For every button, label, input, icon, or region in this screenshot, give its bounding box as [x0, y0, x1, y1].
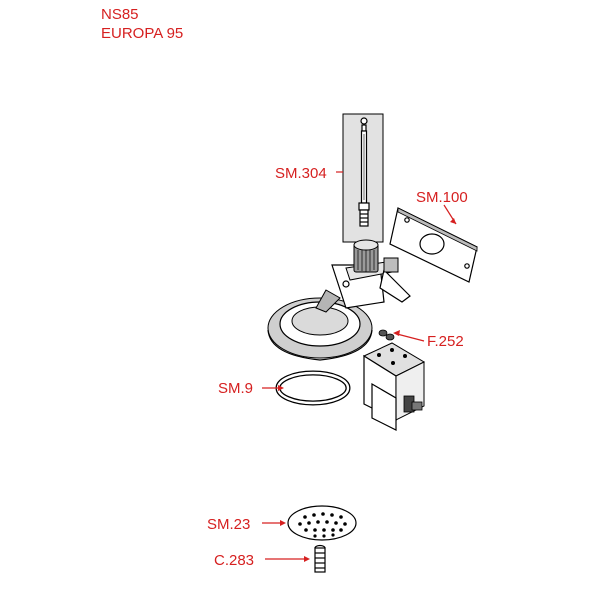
leader-lines — [262, 171, 457, 562]
part-sm100-plate-drawing — [389, 207, 478, 283]
solenoid-valve-drawing — [362, 342, 426, 431]
label-sm100: SM.100 — [416, 189, 468, 206]
label-sm304: SM.304 — [275, 165, 327, 182]
label-f252: F.252 — [427, 333, 464, 350]
part-f252-screws-drawing — [378, 329, 395, 341]
part-sm23-screen-drawing — [287, 505, 357, 541]
model-title: NS85 — [101, 6, 139, 23]
part-sm304-rod-drawing — [342, 113, 384, 243]
label-sm9: SM.9 — [218, 380, 253, 397]
label-sm23: SM.23 — [207, 516, 250, 533]
part-sm9-ring-drawing — [275, 370, 351, 406]
group-head-assembly — [267, 239, 411, 361]
part-c283-screw-drawing — [314, 544, 326, 573]
label-c283: C.283 — [214, 552, 254, 569]
model-subtitle: EUROPA 95 — [101, 25, 184, 42]
